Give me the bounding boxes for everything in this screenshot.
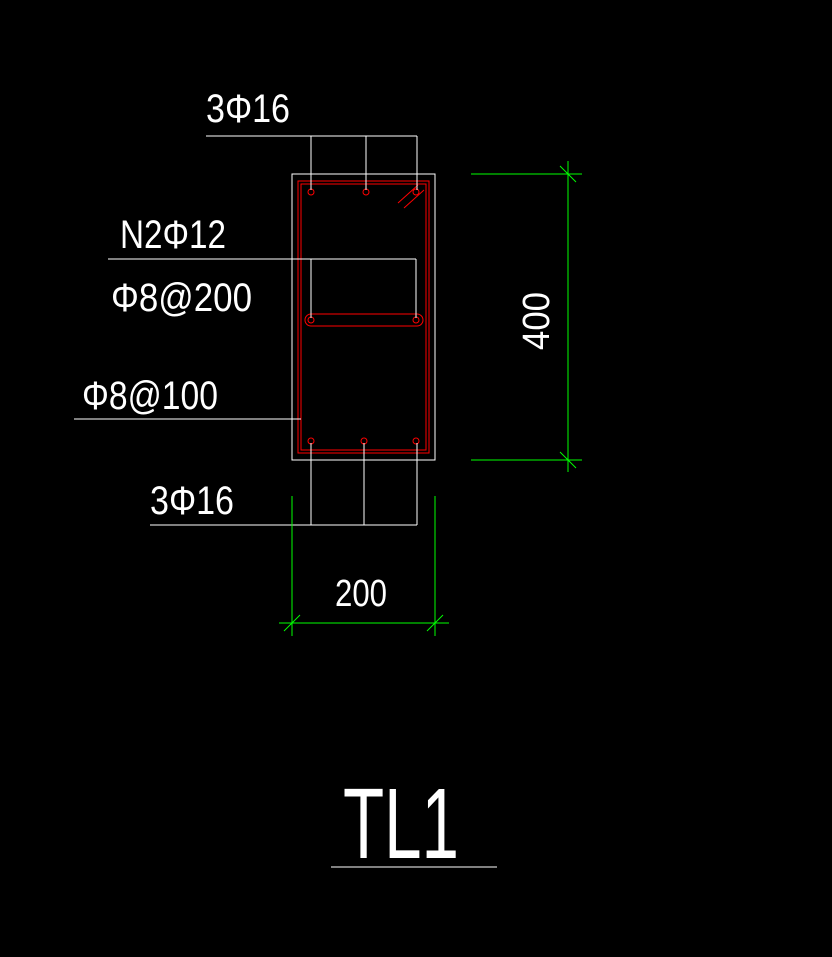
height-dimension-label: 400 [516, 292, 558, 350]
width-dimension [279, 496, 449, 636]
beam-name-title: TL1 [343, 768, 459, 880]
top-rebars [307, 188, 420, 196]
stirrup-hook [397, 184, 419, 204]
side-bars-label: N2Φ12 [120, 213, 226, 257]
stirrup-hook-2 [403, 189, 425, 209]
height-dimension [471, 161, 582, 472]
bottom-bars-label: 3Φ16 [150, 479, 234, 523]
beam-section-outline [291, 173, 436, 461]
leader-top-bars [206, 135, 418, 190]
tie-stirrup-label: Φ8@200 [111, 276, 252, 320]
tie-bar [304, 313, 424, 327]
rebar-top-right [412, 188, 420, 196]
rebar-bottom-right [412, 437, 420, 445]
leader-side-bars [108, 258, 417, 318]
stirrup-outer [297, 180, 430, 454]
stirrup-label: Φ8@100 [82, 374, 218, 418]
top-bars-label: 3Φ16 [206, 87, 290, 131]
side-rebars [307, 316, 420, 324]
stirrup-inner [300, 183, 427, 451]
width-dimension-label: 200 [335, 573, 387, 615]
leader-bottom-bars [150, 443, 418, 526]
